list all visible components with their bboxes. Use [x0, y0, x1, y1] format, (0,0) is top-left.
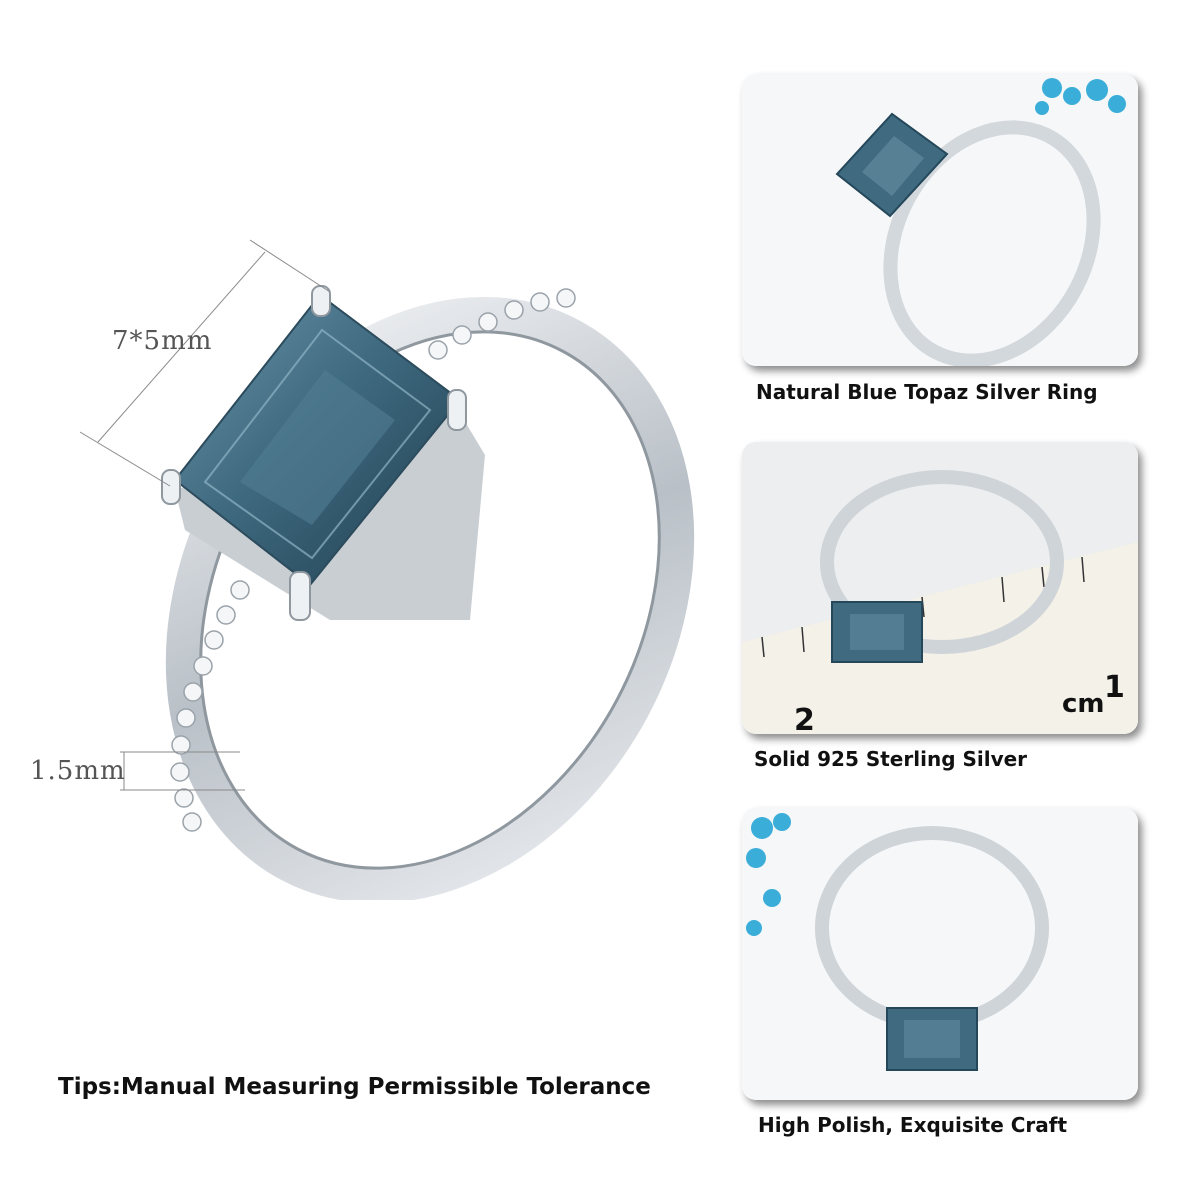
main-ring-image [0, 200, 720, 904]
caption-sterling-silver: Solid 925 Sterling Silver [754, 747, 1028, 771]
flowers-decoration [1035, 78, 1126, 115]
ruler-number-2: 2 [794, 703, 815, 734]
tips-text: Tips:Manual Measuring Permissible Tolera… [58, 1074, 651, 1100]
band-width-label: 1.5mm [30, 756, 126, 786]
photo-panel-middle: 2 cm 1 [742, 442, 1138, 734]
caption-high-polish: High Polish, Exquisite Craft [758, 1113, 1068, 1137]
photo-panel-bottom [742, 808, 1138, 1100]
ruler-number-1: 1 [1104, 670, 1125, 705]
photo-panel-top [742, 74, 1138, 366]
ruler-unit-cm: cm [1062, 689, 1105, 719]
stone-size-label: 7*5mm [112, 326, 213, 356]
caption-natural-blue-topaz: Natural Blue Topaz Silver Ring [756, 380, 1098, 404]
flowers-decoration [746, 813, 791, 936]
